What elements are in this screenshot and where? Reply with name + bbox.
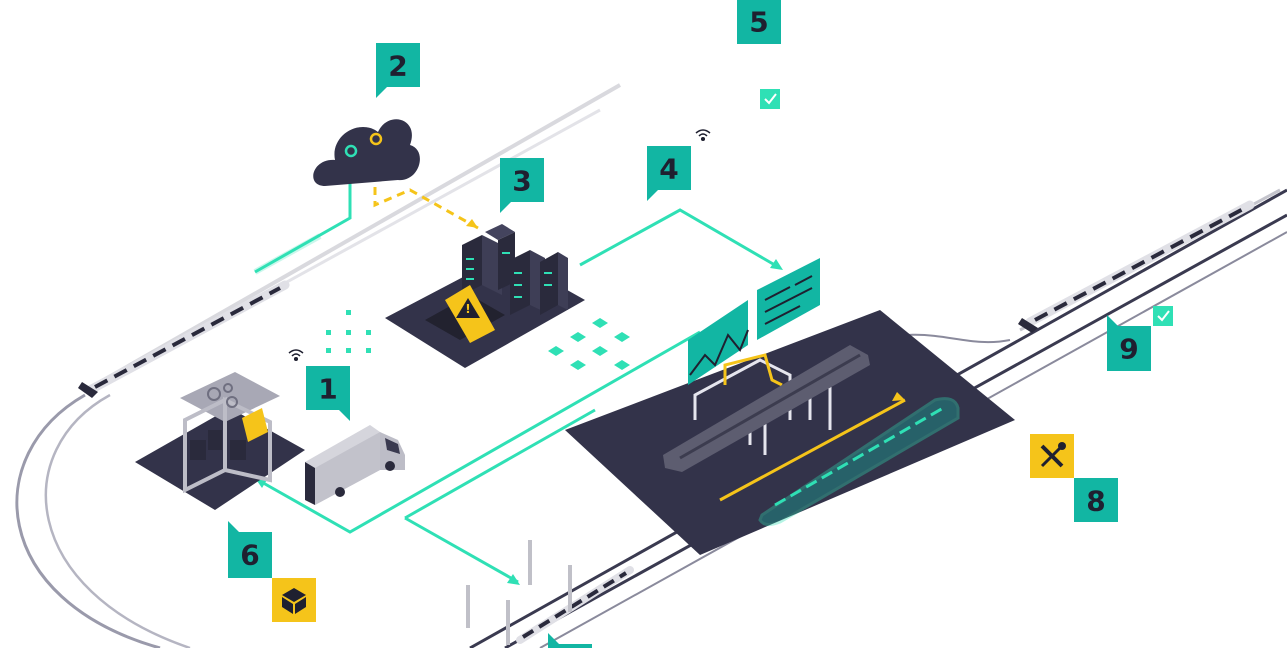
lower-train bbox=[516, 566, 634, 644]
marker-2-label: 2 bbox=[388, 50, 407, 83]
upper-left-train bbox=[78, 280, 290, 398]
platform-arrow bbox=[892, 392, 905, 401]
marker-4-label: 4 bbox=[659, 153, 678, 186]
track-curve-inner bbox=[44, 393, 191, 648]
flow-poles-arrow bbox=[507, 574, 520, 585]
flow-depot-loop bbox=[257, 330, 701, 534]
marker-1-label: 1 bbox=[318, 373, 337, 406]
marker-5-label: 5 bbox=[749, 6, 768, 39]
gear-icon bbox=[207, 387, 221, 401]
digital-twin-train bbox=[758, 397, 960, 527]
track-upper-left-outer bbox=[94, 83, 621, 387]
gear-icon-2 bbox=[226, 396, 238, 408]
catenary-poles bbox=[466, 540, 572, 645]
maintenance-depot bbox=[135, 372, 305, 510]
station-train-gray bbox=[663, 345, 870, 472]
marker-2[interactable]: 2 bbox=[376, 43, 420, 98]
upper-right-train bbox=[1018, 200, 1255, 333]
wifi-icon-2 bbox=[695, 129, 711, 142]
dot-grid-right bbox=[548, 318, 630, 370]
cube-icon bbox=[272, 578, 316, 622]
station-platform bbox=[565, 258, 1015, 555]
flow-to-poles-down bbox=[404, 516, 519, 584]
flow-to-poles bbox=[404, 408, 596, 520]
platform-yellow-line bbox=[719, 398, 906, 502]
flow-marker4-to-dashboard bbox=[579, 208, 781, 270]
wrench-screwdriver-icon bbox=[1030, 434, 1074, 478]
marker-4[interactable]: 4 bbox=[647, 146, 691, 201]
truck bbox=[305, 425, 405, 505]
gantry-sensor-path bbox=[723, 353, 783, 387]
marker-9-label: 9 bbox=[1119, 333, 1138, 366]
laptop-with-warning: ! bbox=[425, 285, 505, 343]
warning-icon bbox=[456, 298, 480, 318]
cloud bbox=[313, 119, 420, 186]
marker-8-label: 8 bbox=[1086, 485, 1105, 518]
cloud-node-yellow bbox=[369, 132, 383, 146]
marker-3[interactable]: 3 bbox=[500, 158, 544, 213]
marker-9[interactable]: 9 bbox=[1107, 315, 1151, 371]
marker-6[interactable]: 6 bbox=[228, 521, 272, 578]
cloud-node-teal bbox=[344, 144, 358, 158]
gear-icon-3 bbox=[223, 383, 233, 393]
check-icon-2 bbox=[1153, 306, 1173, 326]
flow-dashboard-arrow bbox=[770, 259, 783, 270]
marker-3-label: 3 bbox=[512, 165, 531, 198]
dot-grid-left bbox=[326, 310, 371, 353]
marker-5[interactable]: 5 bbox=[737, 0, 781, 44]
track-upper-left-inner bbox=[244, 108, 601, 307]
check-icon bbox=[760, 89, 780, 109]
wifi-icon bbox=[288, 349, 304, 362]
flow-glow-upper bbox=[253, 233, 322, 275]
flow-datacenter-arrow bbox=[466, 219, 478, 228]
server-racks bbox=[462, 224, 568, 315]
marker-6-label: 6 bbox=[240, 539, 259, 572]
track-curve-outer bbox=[15, 393, 161, 648]
warning-symbol: ! bbox=[465, 302, 470, 316]
dashboard-screens bbox=[688, 258, 820, 385]
marker-8[interactable]: 8 bbox=[1074, 478, 1118, 522]
marker-1[interactable]: 1 bbox=[306, 366, 350, 421]
data-center: ! bbox=[385, 224, 585, 368]
marker-partial-bottom[interactable] bbox=[548, 633, 592, 648]
